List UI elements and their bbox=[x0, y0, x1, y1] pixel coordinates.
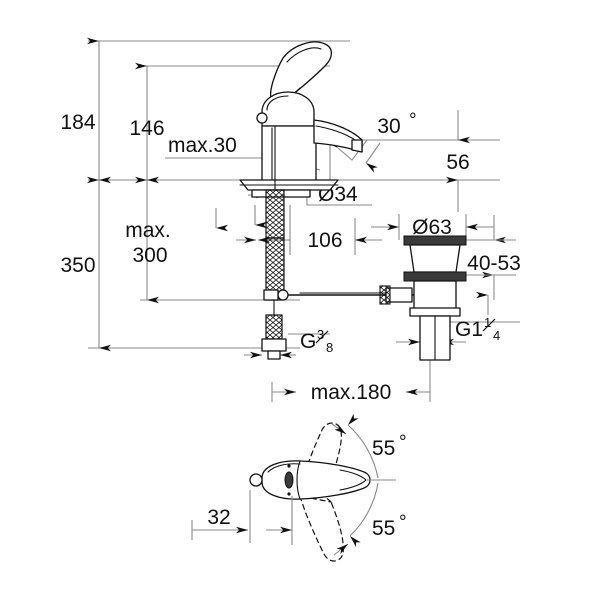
pop-up-waste-assembly bbox=[379, 235, 467, 361]
frac-bar-g38 bbox=[315, 330, 329, 344]
dimension-32: 32 bbox=[191, 490, 293, 545]
mixer-body bbox=[261, 125, 317, 183]
dimension-4053: 40-53 bbox=[460, 215, 521, 300]
waste-gasket bbox=[403, 271, 467, 282]
supply-nut bbox=[261, 338, 287, 352]
dim-label-d63: Ø63 bbox=[412, 216, 452, 239]
leader-55-upper bbox=[331, 423, 347, 435]
dim-label-g114-numerator: 1 bbox=[484, 315, 491, 330]
supply-thread-g38 bbox=[265, 314, 283, 340]
handle-neutral bbox=[249, 460, 371, 500]
lever-handle bbox=[269, 41, 333, 104]
handle-plan-pivot bbox=[249, 473, 263, 487]
dim-label-4053: 40-53 bbox=[467, 252, 521, 275]
threaded-shank bbox=[265, 189, 285, 239]
dim-label-g38-denominator: 8 bbox=[326, 340, 333, 355]
dimension-d63: Ø63 bbox=[371, 214, 494, 240]
dim-label-g114: G1 bbox=[455, 318, 483, 341]
handle-plan-seam bbox=[296, 460, 301, 500]
dimension-55deg-lower: 55 ° bbox=[333, 482, 407, 556]
dimension-184: 184 bbox=[60, 37, 112, 184]
aerator bbox=[351, 139, 363, 153]
dim-label-max30: max.30 bbox=[168, 134, 237, 157]
arc-55-lower bbox=[349, 482, 379, 547]
dim-label-max180: max.180 bbox=[311, 381, 392, 404]
dim-label-106: 106 bbox=[307, 229, 342, 252]
linkage-clip bbox=[277, 289, 289, 301]
handle-dot-bottom bbox=[287, 492, 291, 496]
dimension-350: 350 bbox=[60, 176, 112, 352]
dimension-146: 146 bbox=[129, 62, 165, 184]
elevation-view: 184 146 max.30 350 max. 300 56 bbox=[60, 37, 521, 404]
waste-collar bbox=[409, 307, 461, 317]
handle-plan-slot bbox=[284, 471, 294, 489]
frac-bar-g114 bbox=[482, 318, 496, 332]
dimension-106: 106 bbox=[258, 205, 382, 255]
handle-dot-top bbox=[287, 464, 291, 468]
waste-upper-body bbox=[409, 244, 461, 273]
dim-label-56: 56 bbox=[446, 151, 469, 174]
linkage-joint bbox=[263, 289, 279, 301]
dim-label-146: 146 bbox=[129, 117, 164, 140]
dim-label-g38: G bbox=[300, 330, 316, 353]
arc-55-upper bbox=[347, 413, 379, 479]
dim-label-55deg-upper: 55 bbox=[372, 437, 395, 460]
handle-plan-highlight bbox=[267, 463, 301, 473]
dim-label-55deg-upper-unit: ° bbox=[399, 432, 407, 453]
dimension-max300: max. 300 bbox=[125, 176, 171, 304]
leader-55-lower bbox=[333, 543, 349, 556]
dimension-max180: max.180 bbox=[271, 355, 431, 404]
dim-label-max300-line1: max. bbox=[125, 219, 171, 242]
dim-label-350: 350 bbox=[60, 254, 95, 277]
dimension-55deg-upper: 55 ° bbox=[331, 413, 407, 481]
waste-flange bbox=[403, 235, 467, 246]
leader-30deg-b bbox=[365, 142, 381, 173]
dim-label-184: 184 bbox=[60, 111, 95, 134]
dimension-56: 56 bbox=[445, 110, 471, 212]
cartridge-dome bbox=[261, 91, 315, 127]
dim-label-g114-denominator: 4 bbox=[493, 328, 500, 343]
waste-lever-thread bbox=[379, 285, 391, 305]
dim-label-g38-numerator: 3 bbox=[317, 327, 324, 342]
dim-label-30deg: 30 bbox=[377, 115, 400, 138]
handle-ghost-down bbox=[299, 495, 344, 562]
dim-label-55deg-lower: 55 bbox=[372, 517, 395, 540]
faucet-body bbox=[239, 41, 431, 360]
handle-pivot-screw bbox=[256, 112, 268, 124]
dim-label-32: 32 bbox=[207, 506, 230, 529]
dim-label-30deg-unit: ° bbox=[409, 110, 417, 131]
dimension-g38: G 3 8 bbox=[288, 327, 333, 355]
supply-tail bbox=[267, 350, 281, 360]
dim-label-55deg-lower-unit: ° bbox=[399, 512, 407, 533]
dimension-g114: G1 1 4 bbox=[396, 291, 520, 346]
cartridge-dome-highlight bbox=[266, 95, 289, 111]
dim-label-max300-line2: 300 bbox=[132, 244, 167, 267]
dimension-30deg: 30 ° bbox=[283, 110, 417, 180]
plan-view: 55 ° 55 ° 32 bbox=[191, 413, 407, 562]
lever-handle-highlight bbox=[286, 47, 322, 63]
